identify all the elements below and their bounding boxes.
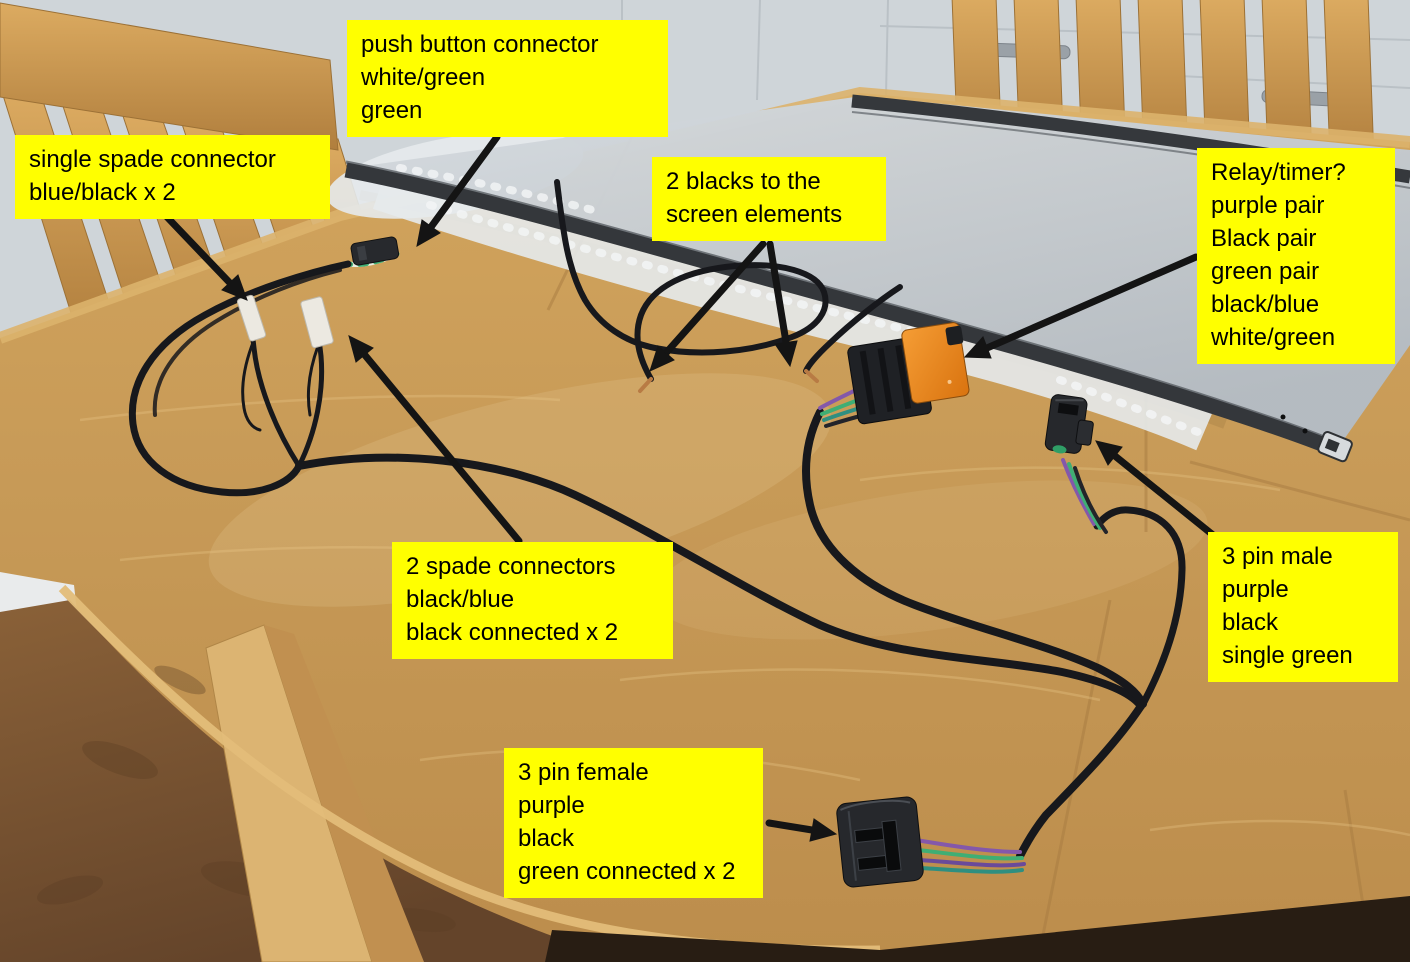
frame-rivet <box>1280 414 1286 420</box>
frame-rivet <box>1302 428 1308 434</box>
label-line: black/blue <box>1211 291 1320 318</box>
label-line: purple <box>1222 576 1289 603</box>
chair-top-rail <box>0 2 339 151</box>
label-line: purple pair <box>1211 192 1325 219</box>
three-pin-female-connector <box>836 796 924 888</box>
label-relay-timer: Relay/timer? purple pair Black pair gree… <box>1197 148 1395 364</box>
arrow-to-two-spade-connectors <box>348 335 523 545</box>
bare-wire-end-right <box>804 369 819 383</box>
floor-area <box>0 572 1410 962</box>
label-line: push button connector <box>361 31 599 58</box>
arrow-to-relay <box>963 253 1200 359</box>
spade-branch-1 <box>248 319 302 469</box>
label-line: 3 pin male <box>1222 543 1333 570</box>
label-line: single spade connector <box>29 146 276 173</box>
label-line: 2 spade connectors <box>406 553 616 580</box>
annotation-arrows <box>163 133 1222 842</box>
female-pigtails <box>914 838 1026 874</box>
table-leg-side <box>264 625 424 962</box>
cork-floor <box>0 600 558 962</box>
harness-main-run <box>295 453 1145 710</box>
light-reflection <box>652 480 1208 640</box>
relay-connector <box>847 322 970 425</box>
label-line: green pair <box>1211 258 1320 285</box>
bare-wire-end-left <box>638 377 653 393</box>
arrow-to-three-pin-male <box>1095 440 1222 543</box>
screen-frame-highlight <box>345 160 1335 443</box>
label-two-spade-connectors: 2 spade connectors black/blue black conn… <box>392 542 673 659</box>
spade-branch-2 <box>296 327 325 469</box>
harness-left-strand <box>152 268 342 417</box>
push-button-connector <box>350 236 400 266</box>
label-three-pin-female: 3 pin female purple black green connecte… <box>504 748 763 898</box>
label-line: Black pair <box>1211 225 1317 252</box>
label-line: purple <box>518 792 585 819</box>
label-line: black <box>1222 609 1279 636</box>
label-line: 3 pin female <box>518 759 649 786</box>
label-line: blue/black x 2 <box>29 179 176 206</box>
label-line: screen elements <box>666 201 843 228</box>
label-screen-blacks: 2 blacks to the screen elements <box>652 157 886 241</box>
male-pigtails <box>1061 458 1108 534</box>
spade-connector-2 <box>300 296 334 349</box>
harness-to-female <box>1016 702 1145 860</box>
screen-wire-right <box>803 284 903 374</box>
connectors <box>236 236 1094 888</box>
label-single-spade-connector: single spade connector blue/black x 2 <box>15 135 330 219</box>
screen-glass <box>350 96 1410 448</box>
arrow-to-three-pin-female <box>765 818 838 842</box>
label-line: black connected x 2 <box>406 619 619 646</box>
screen-wire-loop <box>554 179 829 382</box>
label-line: white/green <box>1211 324 1336 351</box>
label-push-button-connector: push button connector white/green green <box>347 20 668 137</box>
label-line: single green <box>1222 642 1353 669</box>
arrow-to-push-button-connector <box>416 133 501 247</box>
label-line: green <box>361 97 423 124</box>
label-line: green connected x 2 <box>518 858 736 885</box>
arrow-to-single-spade-connector <box>163 213 248 301</box>
label-line: black <box>518 825 575 852</box>
label-line: black/blue <box>406 586 515 613</box>
label-line: Relay/timer? <box>1211 159 1346 186</box>
spade-thin-wire <box>241 338 262 432</box>
label-three-pin-male: 3 pin male purple black single green <box>1208 532 1398 682</box>
label-line: 2 blacks to the <box>666 168 821 195</box>
spade-thin-wire <box>306 344 320 417</box>
light-reflection <box>208 373 832 607</box>
floor-shadow-band <box>545 896 1410 962</box>
harness-left-loop <box>128 260 352 497</box>
three-pin-male-connector <box>1044 394 1094 454</box>
arrow-to-screen-wire-right <box>766 240 798 368</box>
arrow-to-screen-wire-left <box>649 240 767 372</box>
label-line: white/green <box>361 64 486 91</box>
harness-relay-run <box>801 408 1147 708</box>
frame-silver-end <box>1317 431 1353 463</box>
harness-to-male <box>1093 506 1186 706</box>
